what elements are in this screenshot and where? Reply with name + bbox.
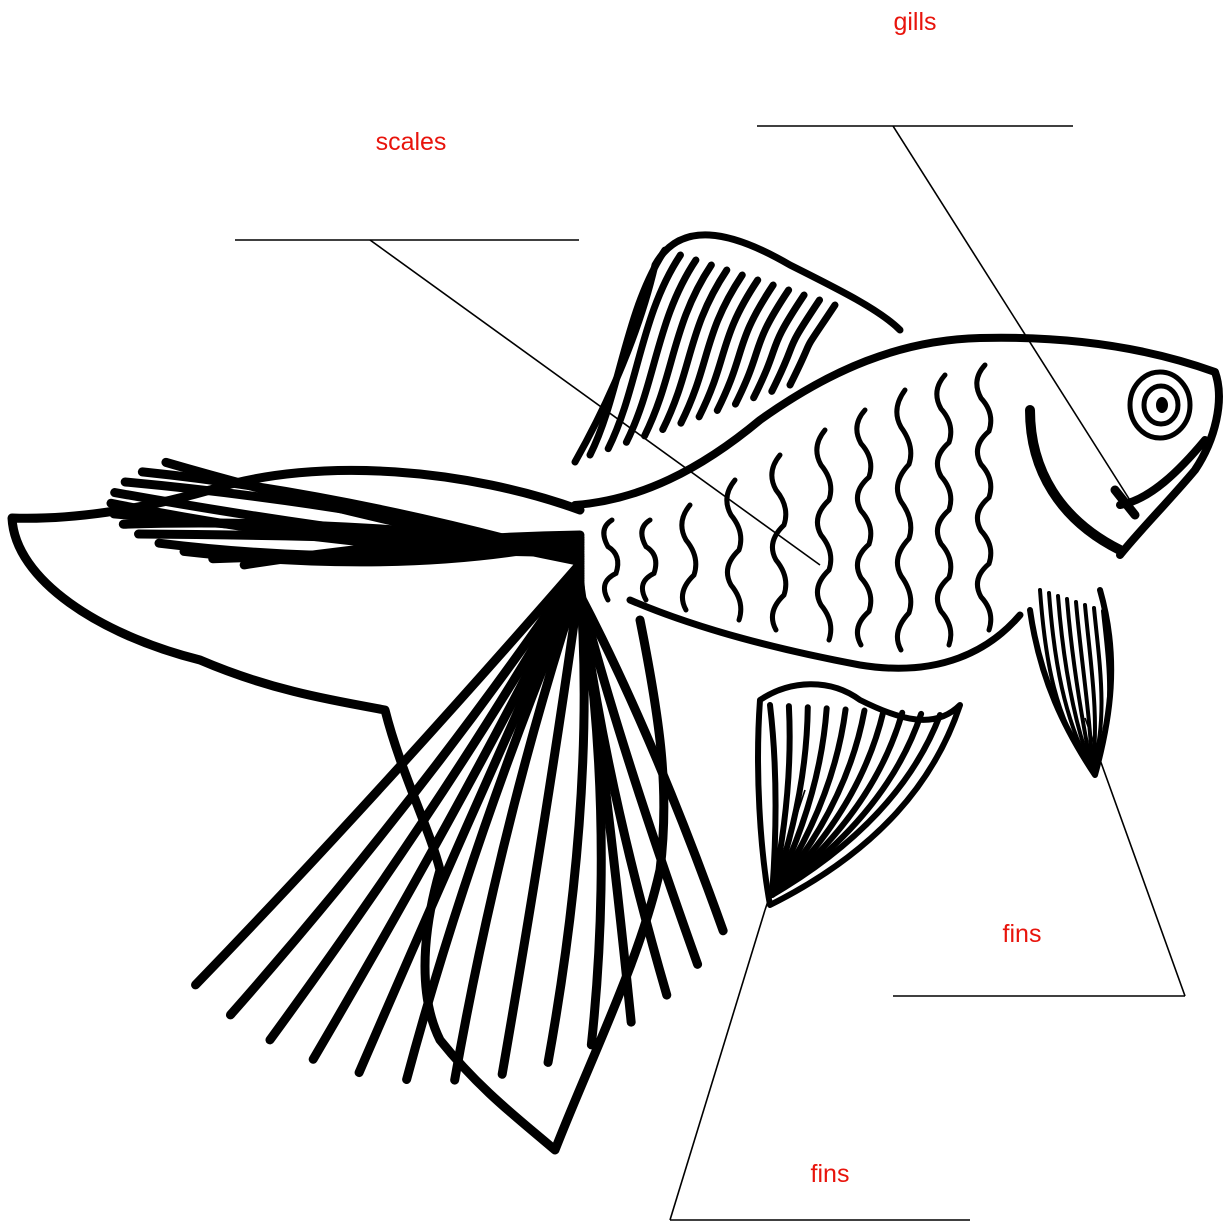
tail-fin-outline <box>12 470 664 1150</box>
scale-mark <box>937 375 951 645</box>
label-fins-pectoral: fins <box>1003 920 1042 948</box>
pelvic-fin <box>758 684 960 905</box>
gill-cover <box>1030 410 1120 550</box>
scale-mark <box>772 455 786 630</box>
scale-mark <box>817 430 831 640</box>
gills-pointer <box>893 126 1133 505</box>
pelvic-fin-stripes <box>770 705 940 895</box>
tail-fin-stripes <box>111 462 723 1080</box>
pelvic-fins-pointer <box>670 910 765 1220</box>
scale-mark <box>897 390 911 650</box>
fish-body <box>575 338 1219 669</box>
pectoral-fin <box>1030 590 1111 775</box>
label-fins-pelvic: fins <box>811 1160 850 1188</box>
scale-mark <box>727 480 741 620</box>
pectoral-fin-stripes <box>1040 590 1109 770</box>
scale-mark <box>604 520 618 600</box>
dorsal-fin <box>575 235 900 462</box>
dorsal-fin-stripes <box>590 250 835 455</box>
scale-mark <box>977 365 991 630</box>
scale-mark <box>857 410 871 645</box>
label-scales: scales <box>376 128 447 156</box>
scale-mark <box>642 520 656 600</box>
scale-marks <box>604 365 991 650</box>
label-gills: gills <box>893 8 936 36</box>
pectoral-fins-pointer <box>1085 718 1185 996</box>
eye <box>1130 372 1190 438</box>
scale-mark <box>682 505 696 610</box>
